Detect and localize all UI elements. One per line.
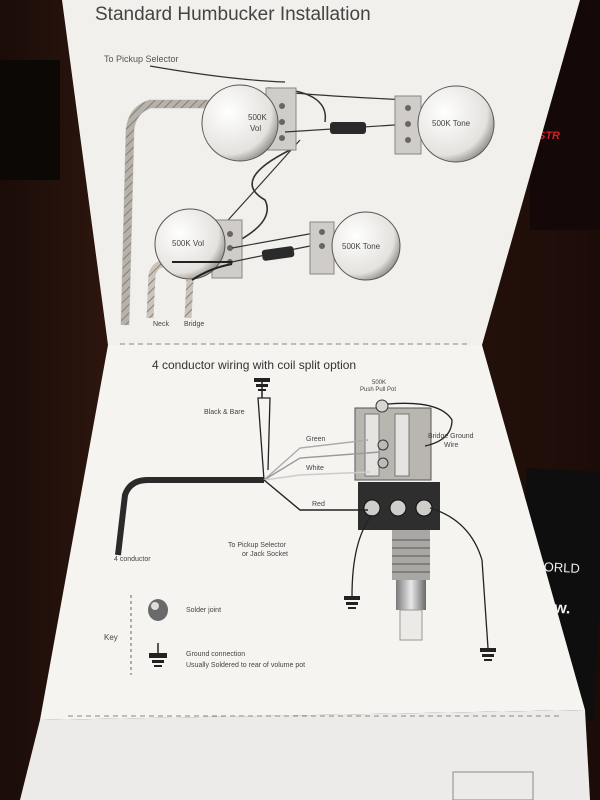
green-wire bbox=[263, 439, 369, 481]
key-label: Key bbox=[104, 633, 118, 642]
capacitor-top bbox=[284, 122, 411, 134]
neck-label: Neck bbox=[153, 321, 169, 328]
pot-tone-neck: 500K Tone bbox=[394, 85, 495, 163]
bridge-ground-label-1: Bridge Ground bbox=[428, 433, 474, 440]
brand-partial: STR bbox=[538, 130, 560, 142]
ground-symbol-top bbox=[254, 378, 270, 398]
to-pickup-selector-label: To Pickup Selector bbox=[104, 54, 179, 64]
bridge-ground-label-2: Wire bbox=[444, 442, 458, 449]
top-page bbox=[62, 0, 580, 345]
fold-page bbox=[20, 710, 590, 800]
bottom-title: 4 conductor wiring with coil split optio… bbox=[152, 358, 356, 372]
push-pull-pot bbox=[354, 399, 440, 641]
black-bare-wire bbox=[257, 397, 271, 481]
black-bare-label: Black & Bare bbox=[204, 409, 245, 416]
neck-braid-cable bbox=[121, 100, 215, 326]
pot-tone-bridge: 500K Tone bbox=[309, 211, 401, 281]
white-label: White bbox=[306, 465, 324, 472]
four-conductor-cable bbox=[115, 477, 264, 556]
bottom-page bbox=[40, 345, 585, 720]
pot-volume-neck: 500K Vol bbox=[201, 84, 297, 162]
dark-object-left bbox=[0, 60, 60, 180]
fold-box bbox=[452, 771, 534, 800]
pushpull-line2: Push Pull Pot bbox=[360, 387, 396, 393]
solder-joint-icon bbox=[148, 599, 168, 621]
pot3-label: 500K Vol bbox=[172, 239, 204, 248]
white-wire bbox=[263, 451, 381, 481]
ground-connection-label-2: Usually Soldered to rear of volume pot bbox=[186, 662, 305, 669]
four-conductor-label: 4 conductor bbox=[114, 556, 151, 563]
to-pickup-selector-2: or Jack Socket bbox=[242, 551, 288, 558]
top-title: Standard Humbucker Installation bbox=[95, 4, 371, 25]
green-label: Green bbox=[306, 436, 326, 443]
solder-joint-label: Solder joint bbox=[186, 607, 221, 614]
bridge-cable bbox=[184, 279, 194, 319]
ground-symbol-left bbox=[344, 596, 360, 609]
pot1-line1: 500K bbox=[248, 113, 267, 122]
pot2-label: 500K Tone bbox=[432, 119, 471, 128]
bridge-label: Bridge bbox=[184, 321, 204, 328]
to-pickup-selector-1: To Pickup Selector bbox=[228, 542, 287, 549]
ground-connection-label-1: Ground connection bbox=[186, 651, 245, 658]
pot-volume-bridge: 500K Vol bbox=[154, 208, 243, 280]
red-wire bbox=[263, 479, 368, 511]
pot4-label: 500K Tone bbox=[342, 242, 381, 251]
bridge-ground-wire bbox=[387, 402, 453, 447]
ground-connection-icon bbox=[149, 643, 167, 667]
red-label: Red bbox=[312, 501, 325, 508]
capacitor-bottom bbox=[231, 231, 321, 263]
pot1-line2: Vol bbox=[250, 124, 261, 133]
ground-symbol-right bbox=[480, 648, 496, 661]
pushpull-line1: 500K bbox=[372, 380, 386, 386]
